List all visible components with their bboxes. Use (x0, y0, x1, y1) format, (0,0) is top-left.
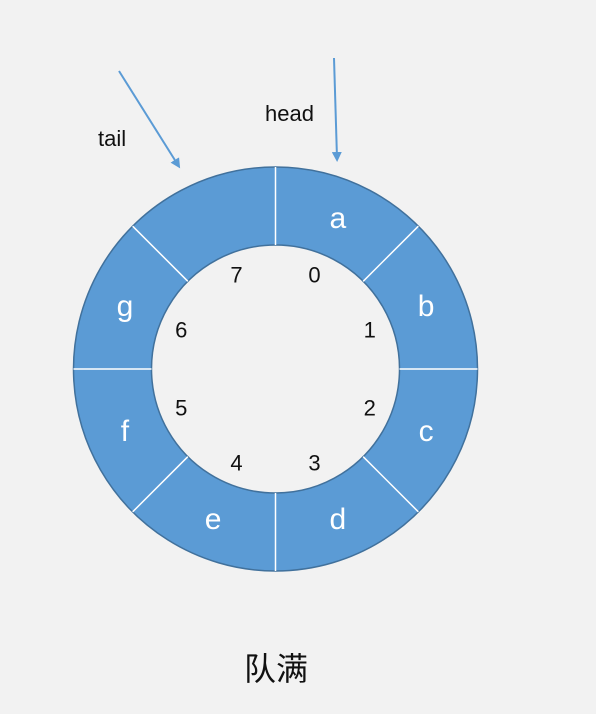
slot-index-2: 2 (364, 396, 376, 421)
slot-value-6: g (117, 290, 134, 323)
slot-index-4: 4 (230, 451, 242, 476)
head-label: head (265, 101, 314, 126)
slot-value-4: e (205, 503, 222, 536)
slot-index-0: 0 (308, 262, 320, 287)
caption: 队满 (244, 650, 308, 688)
slot-value-3: d (330, 503, 347, 536)
slot-divider (362, 225, 419, 282)
slot-value-0: a (330, 202, 347, 235)
slot-index-3: 3 (308, 451, 320, 476)
slot-indices: 0 1 2 3 4 5 6 7 (175, 262, 376, 475)
slot-divider (362, 456, 419, 513)
slot-value-2: c (419, 415, 434, 448)
slot-values: a b c d e f g (117, 202, 435, 536)
tail-label: tail (98, 126, 126, 151)
slot-value-1: b (418, 290, 435, 323)
slot-index-6: 6 (175, 317, 187, 342)
tail-arrow (118, 70, 181, 169)
slot-divider (132, 225, 189, 282)
head-arrow (331, 57, 342, 162)
slot-divider (132, 456, 189, 513)
slot-dividers (73, 167, 478, 571)
slot-index-1: 1 (364, 317, 376, 342)
slot-value-5: f (121, 415, 130, 448)
slot-index-7: 7 (230, 262, 242, 287)
slot-index-5: 5 (175, 396, 187, 421)
